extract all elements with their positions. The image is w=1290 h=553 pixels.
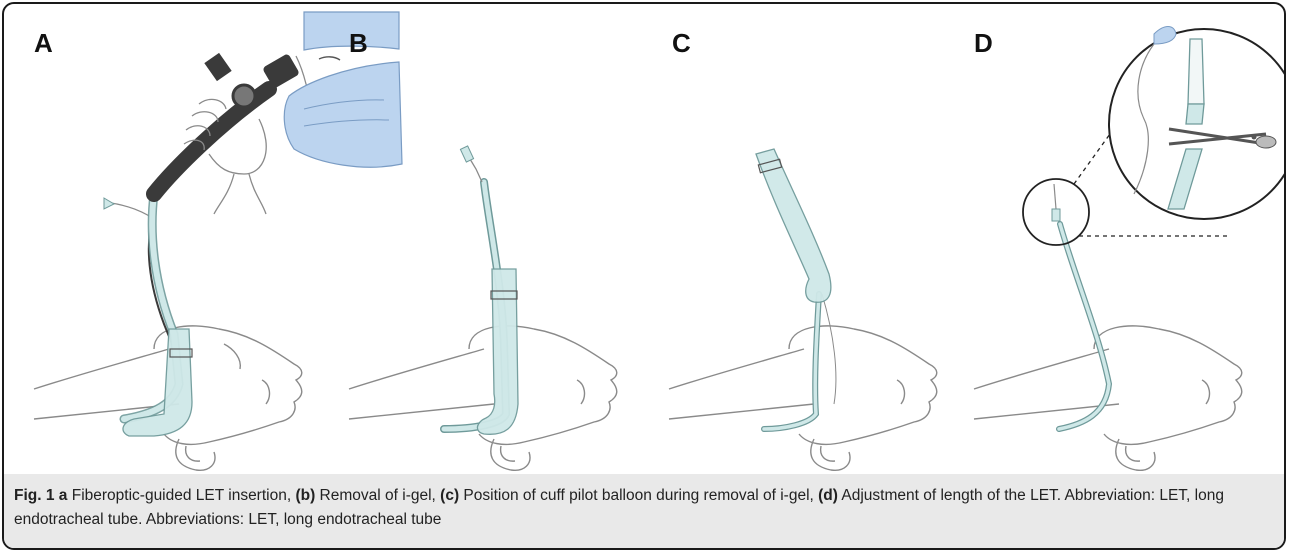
panel-label-b: B (349, 28, 368, 59)
panel-label-d: D (974, 28, 993, 59)
panel-c-illustration (669, 149, 937, 470)
caption-d-marker: (d) (818, 487, 838, 504)
panel-a-illustration (34, 12, 402, 470)
patient-head-c (669, 326, 937, 470)
panel-b-illustration (349, 146, 617, 470)
caption-fig-label: Fig. 1 (14, 487, 54, 504)
caption-a-text: Fiberoptic-guided LET insertion, (67, 487, 295, 504)
figure-caption: Fig. 1 a Fiberoptic-guided LET insertion… (4, 474, 1286, 550)
caption-c-text: Position of cuff pilot balloon during re… (459, 487, 818, 504)
panel-label-a: A (34, 28, 53, 59)
caption-b-text: Removal of i-gel, (315, 487, 440, 504)
panel-label-c: C (672, 28, 691, 59)
caption-b-marker: (b) (295, 487, 315, 504)
caption-c-marker: (c) (440, 487, 459, 504)
figure-illustration (4, 4, 1286, 474)
patient-head-b (349, 326, 617, 470)
panel-d-illustration (974, 27, 1286, 471)
